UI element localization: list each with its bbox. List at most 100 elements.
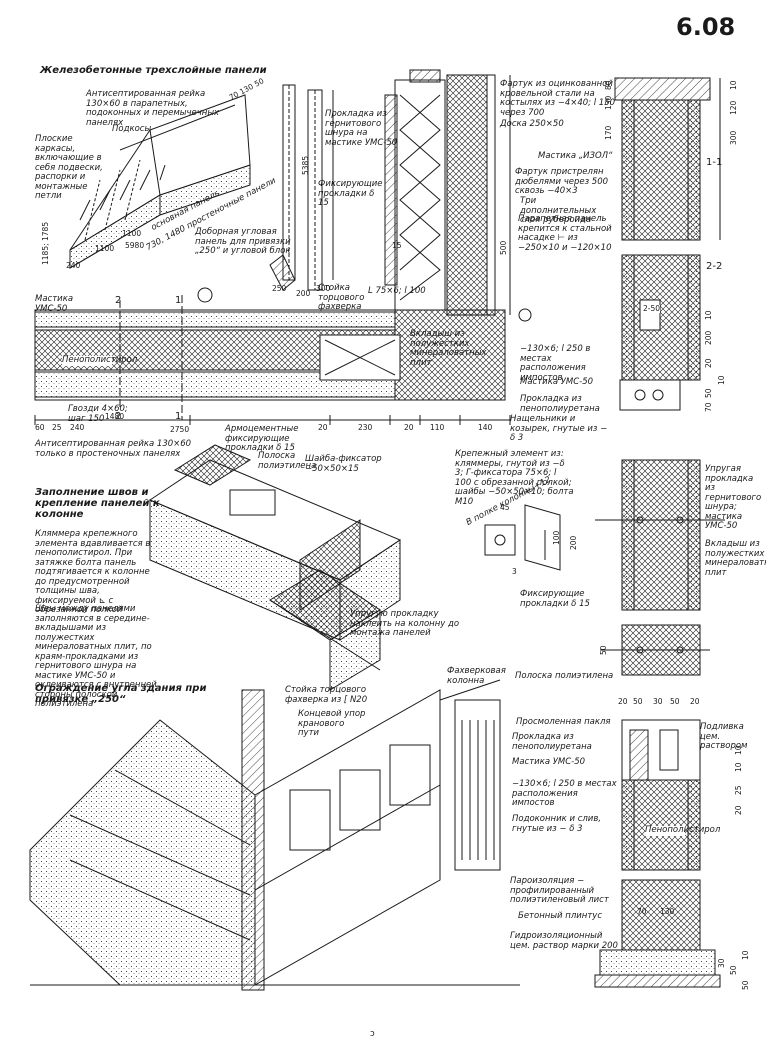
joint-dim-100: 100 [552, 530, 561, 545]
plan-foam: Пенополистирол [62, 355, 138, 366]
base-vapor: Пароизоляция − профилированный полиэтиле… [510, 876, 609, 905]
s11-dim-80: 80 [604, 80, 613, 90]
corner-isometric [29, 679, 520, 991]
panel-dims-left: 1185; 1785 [41, 221, 50, 265]
plan-dim-60: 60 [35, 423, 45, 432]
joint-dim-200: 200 [569, 535, 578, 550]
s22-polyurethane: Прокладка из пенополиуретана [520, 394, 600, 414]
fixing-pads: Фиксирующие прокладки δ 15 [318, 179, 383, 208]
s22-dim-50: 50 [704, 388, 713, 398]
s11-dim-130: 130 [604, 95, 613, 110]
corner-crane-stop: Концевой упор кранового пути [298, 709, 366, 738]
plan-right-dim-230: 230 [358, 423, 373, 432]
sill-cement-fill: Подливка цем. раствором [700, 722, 748, 751]
panel-dim-1100b: 1100 [122, 229, 142, 238]
column-elevation [269, 84, 334, 291]
section-1-1-label: 1-1 [706, 157, 723, 168]
corner-framework-col: Фахверковая колонна [447, 666, 506, 686]
plan-rail-wall: Антисептированная рейка 130×60 только в … [35, 439, 192, 459]
fastener-detail [484, 504, 561, 571]
s11-dim-170: 170 [604, 125, 613, 140]
mineral-insert: Вкладыш из полужестких минераловатных пл… [410, 329, 487, 368]
joint-title: Заполнение швов и крепление панелей к ко… [35, 487, 160, 520]
gasket-note: Прокладка из гернитового шнура на мастик… [325, 109, 398, 148]
sill-note: Подоконник и слив, гнутые из − δ 3 [512, 814, 602, 834]
sill-plates: −130×6; l 250 в местах расположения импо… [512, 779, 617, 808]
s22-plates: −130×6; l 250 в местах расположения импо… [520, 344, 591, 383]
column-dim-300: 300 [316, 284, 331, 293]
plan-dim-2750: 2750 [170, 425, 190, 434]
panel-dim-5980: 5980 [125, 241, 145, 250]
end-post-label: Стойка торцового фахверка [318, 283, 365, 312]
mastic-izol: Мастика „ИЗОЛ“ [538, 151, 613, 161]
panel-dim-240: 240 [66, 261, 81, 270]
elastic-gasket: Упругая прокладка из гернитового шнура; … [705, 464, 762, 531]
sill-tow: Просмоленная пакля [516, 717, 611, 727]
js-mineral-insert: Вкладыш из полужестких минераловатных пл… [705, 539, 766, 578]
s11-dim-10: 10 [729, 80, 738, 90]
roofing-note: Три дополнительных слоя рубероида [520, 196, 597, 225]
frames-note: Плоские каркасы, включающие в себя подве… [35, 134, 103, 201]
plan-dim-25: 25 [52, 423, 62, 432]
s11-dim-300: 300 [729, 130, 738, 145]
base-dim-30: 30 [717, 958, 726, 968]
sill-dim-25: 25 [734, 785, 743, 795]
right-sections [594, 77, 725, 988]
s22-dim-200: 200 [704, 330, 713, 345]
column-dim-200: 200 [296, 289, 311, 298]
sheet-title: Железобетонные трехслойные панели [40, 65, 267, 76]
s11-dim-120: 120 [729, 100, 738, 115]
joint-dim-3: 3 [512, 567, 517, 576]
hangers-label: Подкосы [112, 124, 152, 134]
flashing-dowels: Фартук пристрелян дюбелями через 500 скв… [515, 167, 609, 196]
gasket-dim-500: 500 [499, 240, 508, 255]
plan-right-dim-140: 140 [478, 423, 493, 432]
sill-polyurethane: Прокладка из пенополиуретана [512, 732, 592, 752]
plan-dim-1480: 1480 [105, 412, 125, 421]
section-2-2-label: 2-2 [706, 261, 723, 272]
cut-mark-1b: 1 [175, 411, 182, 422]
reinf-pads: Армоцементные фиксирующие прокладки δ 15 [225, 424, 299, 453]
base-dim-130: 130 [660, 907, 675, 916]
corner-panel-note: Доборная угловая панель для привязки „25… [195, 227, 291, 256]
sill-dim-50a: 50 [633, 697, 643, 706]
poly-strip: Полоска полиэтилена [258, 451, 317, 471]
s22-label-250: 2-50 [643, 304, 661, 313]
board-note: Доска 250×50 [500, 119, 564, 129]
plan-right-dim-110: 110 [430, 423, 445, 432]
plan-nails: Гвозди 4×60; шаг 150 [68, 404, 128, 424]
washer-note: Шайба-фиксатор −50×50×15 [305, 454, 382, 474]
panel-dim-1100a: 1100 [95, 244, 115, 253]
cut-mark-1a: 1 [175, 295, 182, 306]
base-dim-50b: 50 [741, 980, 750, 990]
joint-dim-45: 45 [500, 503, 510, 512]
plan-right-dim-20a: 20 [318, 423, 328, 432]
parapet-section [384, 69, 532, 322]
cut-mark-2a: 2 [115, 295, 122, 306]
s22-mastic: Мастика УМС-50 [520, 377, 594, 387]
parapet-note: Парапетная панель крепится к стальной на… [518, 214, 612, 253]
page-mark: ɔ [370, 1029, 375, 1039]
sill-dim-20b: 20 [690, 697, 700, 706]
corner-end-post: Стойка торцового фахверка из [ N20 [285, 685, 368, 705]
gasket-dim-15: 15 [392, 241, 402, 250]
s22-dim-20: 20 [704, 358, 713, 368]
sill-dim-10a: 10 [734, 745, 743, 755]
base-dim-50a: 50 [729, 965, 738, 975]
joint-isometric [148, 444, 402, 691]
corner-title: Ограждение угла здания при привязке „250… [35, 683, 207, 705]
plan-right-dim-20b: 20 [404, 423, 414, 432]
sill-mastic: Мастика УМС-50 [512, 757, 586, 767]
sill-dim-50b: 50 [670, 697, 680, 706]
s22-dim-10b: 10 [717, 375, 726, 385]
sheet-number: 6.08 [676, 13, 736, 41]
base-waterproof: Гидроизоляционный цем. раствор марки 200 [510, 931, 618, 951]
base-dim-70: 70 [637, 907, 647, 916]
sill-dim-10b: 10 [734, 762, 743, 772]
panel-isometric [69, 94, 251, 269]
js-poly-strip: Полоска полиэтилена [515, 671, 614, 681]
fastener-note: Крепежный элемент из: кляммеры, гнутой и… [455, 449, 574, 507]
s22-dim-10: 10 [704, 310, 713, 320]
s22-dim-70: 70 [704, 402, 713, 412]
js-dim-50: 50 [599, 645, 608, 655]
